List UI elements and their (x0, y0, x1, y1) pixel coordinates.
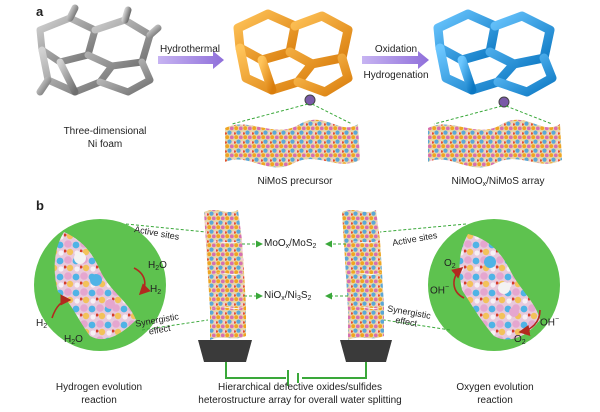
moox-sub1: x (285, 243, 290, 250)
panel-b-letter: b (36, 198, 44, 213)
niox-end: S (300, 290, 308, 301)
her-caption-line2: reaction (81, 394, 117, 406)
oh-right-charge: − (555, 316, 560, 323)
moox-mos2-label: MoOx/MoS2 (264, 238, 316, 250)
h2-left-sub: 2 (43, 323, 48, 330)
moox-mid: /MoS (289, 238, 313, 249)
precursor-nanostructure (225, 119, 360, 168)
battery-icon (287, 370, 299, 386)
ni-foam-label-line1: Three-dimensional (63, 126, 147, 137)
h2-right-label: H2 (150, 284, 161, 296)
niox-main: NiO (264, 290, 282, 301)
ni-foam-label: Three-dimensional Ni foam (40, 126, 170, 151)
hydrogenation-label: Hydrogenation (363, 70, 429, 81)
niox-sub1: x (281, 295, 285, 302)
niox-sub2: 3 (296, 295, 301, 302)
moox-main: MoO (264, 238, 286, 249)
h2o-top-o: O (159, 260, 167, 271)
oer-caption: Oxygen evolution reaction (430, 382, 560, 407)
niox-sub3: 2 (307, 295, 312, 302)
panel-b-graphic (34, 210, 560, 386)
oer-caption-line2: reaction (477, 394, 513, 406)
oh-right-text: OH (540, 317, 555, 329)
oh-left-charge: − (445, 284, 450, 291)
h2o-bottom-h: H (64, 334, 72, 345)
oh-left-text: OH (430, 285, 445, 297)
center-caption: Hierarchical defective oxides/sulfides h… (180, 382, 420, 407)
her-caption-line1: Hydrogen evolution (55, 382, 143, 393)
precursor-label: NiMoS precursor (257, 176, 333, 187)
array-label-suffix: /NiMoS array (486, 176, 545, 187)
hydrothermal-label: Hydrothermal (159, 44, 221, 55)
right-electrode (340, 340, 392, 362)
o2-top-label: O2 (444, 258, 456, 270)
h2-right-sub: 2 (157, 289, 162, 296)
oer-reaction-arrows (451, 266, 541, 336)
left-nanocolumn (204, 210, 246, 340)
oh-left-label: OH− (430, 284, 449, 296)
hydrothermal-arrow (158, 51, 224, 69)
panel-a-letter: a (36, 4, 44, 19)
oxidation-hydrogenation-arrow (362, 51, 429, 69)
array-label: NiMoOx/NiMoS array (428, 176, 568, 190)
oh-right-label: OH− (540, 316, 559, 328)
ni-foam-label-line2: Ni foam (87, 138, 123, 150)
h2o-top-h: H (148, 260, 156, 271)
circuit-wire (225, 362, 367, 379)
oer-dashed-lines (379, 223, 467, 331)
h2o-bottom-o: O (75, 334, 83, 345)
right-nanocolumn (342, 210, 384, 340)
h2-right-h: H (150, 284, 158, 295)
her-caption: Hydrogen evolution reaction (34, 382, 164, 407)
her-dashed-lines (125, 223, 209, 331)
o2-top-sub: 2 (451, 263, 456, 270)
nimos-precursor-foam-icon (233, 9, 353, 97)
ni-foam-icon (36, 4, 162, 96)
o2-bottom-sub: 2 (521, 339, 526, 346)
panel-a-graphic (36, 4, 562, 168)
center-caption-line2: heterostructure array for overall water … (198, 394, 402, 406)
o2-bottom-label: O2 (514, 334, 526, 346)
o2-bottom-o: O (514, 334, 522, 345)
o2-top-o: O (444, 258, 452, 269)
array-nanostructure (428, 119, 562, 168)
array-label-prefix: NiMoO (451, 176, 483, 187)
oer-caption-line1: Oxygen evolution (456, 382, 534, 393)
moox-sub2: 2 (312, 243, 317, 250)
h2o-top-label: H2O (148, 260, 167, 272)
label-pointers (242, 240, 348, 300)
niox-mid: /Ni (284, 290, 297, 301)
niox-ni3s2-label: NiOx/Ni3S2 (264, 290, 311, 302)
h2-left-h: H (36, 318, 44, 329)
h2o-bottom-label: H2O (64, 334, 83, 346)
h2-left-label: H2 (36, 318, 47, 330)
center-caption-line1: Hierarchical defective oxides/sulfides (218, 382, 382, 393)
h2o-bottom-sub: 2 (71, 339, 76, 346)
array-label-subscript: x (482, 181, 487, 188)
h2o-top-sub: 2 (155, 265, 160, 272)
left-electrode (198, 340, 252, 362)
her-reaction-arrows (51, 267, 151, 319)
nimoox-array-foam-icon (433, 9, 557, 97)
oxidation-label: Oxidation (374, 44, 418, 55)
